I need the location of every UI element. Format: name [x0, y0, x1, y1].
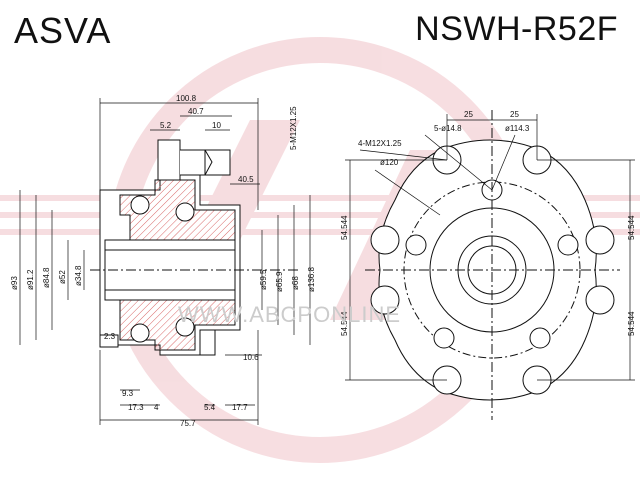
dim-54-544-lower-right: 54.544 [627, 311, 636, 336]
dim-overall-width: 100.8 [176, 94, 197, 103]
dim-40-5: 40.5 [238, 175, 254, 184]
brand-logo-text: ASVA [14, 10, 112, 51]
dim-2-3: 2.3 [104, 332, 116, 341]
dim-stud-offset: 40.7 [188, 107, 204, 116]
dim-5-2: 5.2 [160, 121, 172, 130]
dia-59-5: ø59.5 [259, 269, 268, 290]
front-dimension-labels: 25 25 4-M12X1.25 5-ø14.8 ø114.3 ø120 54.… [340, 110, 636, 336]
watermark-text: WWW.ABCPONLINE [178, 302, 401, 327]
dim-25-right: 25 [510, 110, 519, 119]
dim-54-544-upper-right: 54.544 [627, 215, 636, 240]
part-number: NSWH-R52F [415, 10, 618, 48]
pcd-120-label: ø120 [380, 158, 399, 167]
dim-54-544-upper-left: 54.544 [340, 215, 349, 240]
dim-17-7: 17.7 [232, 403, 248, 412]
bolt-holes-label: 4-M12X1.25 [358, 139, 402, 148]
dim-17-3: 17.3 [128, 403, 144, 412]
dia-84-8: ø84.8 [42, 267, 51, 288]
stud-thread-label: 5-M12X1.25 [289, 106, 298, 150]
dia-65-9: ø65.9 [275, 271, 284, 292]
side-dimension-labels: 100.8 40.7 5.2 10 40.5 5-M12X1.25 ø93 ø9… [10, 94, 316, 428]
dim-10: 10 [212, 121, 221, 130]
dia-91-2: ø91.2 [26, 269, 35, 290]
side-dimension-lines [19, 98, 311, 425]
pcd-114-label: ø114.3 [505, 124, 530, 133]
dia-93: ø93 [10, 276, 19, 290]
dim-10-6: 10.6 [243, 353, 259, 362]
dia-52: ø52 [58, 270, 67, 284]
front-dimension-lines [345, 114, 635, 381]
dim-5-4: 5.4 [204, 403, 216, 412]
dia-34-8: ø34.8 [74, 265, 83, 286]
front-view [365, 110, 620, 420]
dim-9-3: 9.3 [122, 389, 134, 398]
dim-4: 4 [154, 403, 159, 412]
stud-holes-label: 5-ø14.8 [434, 124, 462, 133]
dia-136-8: ø136.8 [307, 267, 316, 292]
dim-25-left: 25 [464, 110, 473, 119]
side-section-view [90, 139, 300, 356]
dia-68: ø68 [291, 276, 300, 290]
dim-75-7: 75.7 [180, 419, 196, 428]
dim-54-544-lower-left: 54.544 [340, 311, 349, 336]
